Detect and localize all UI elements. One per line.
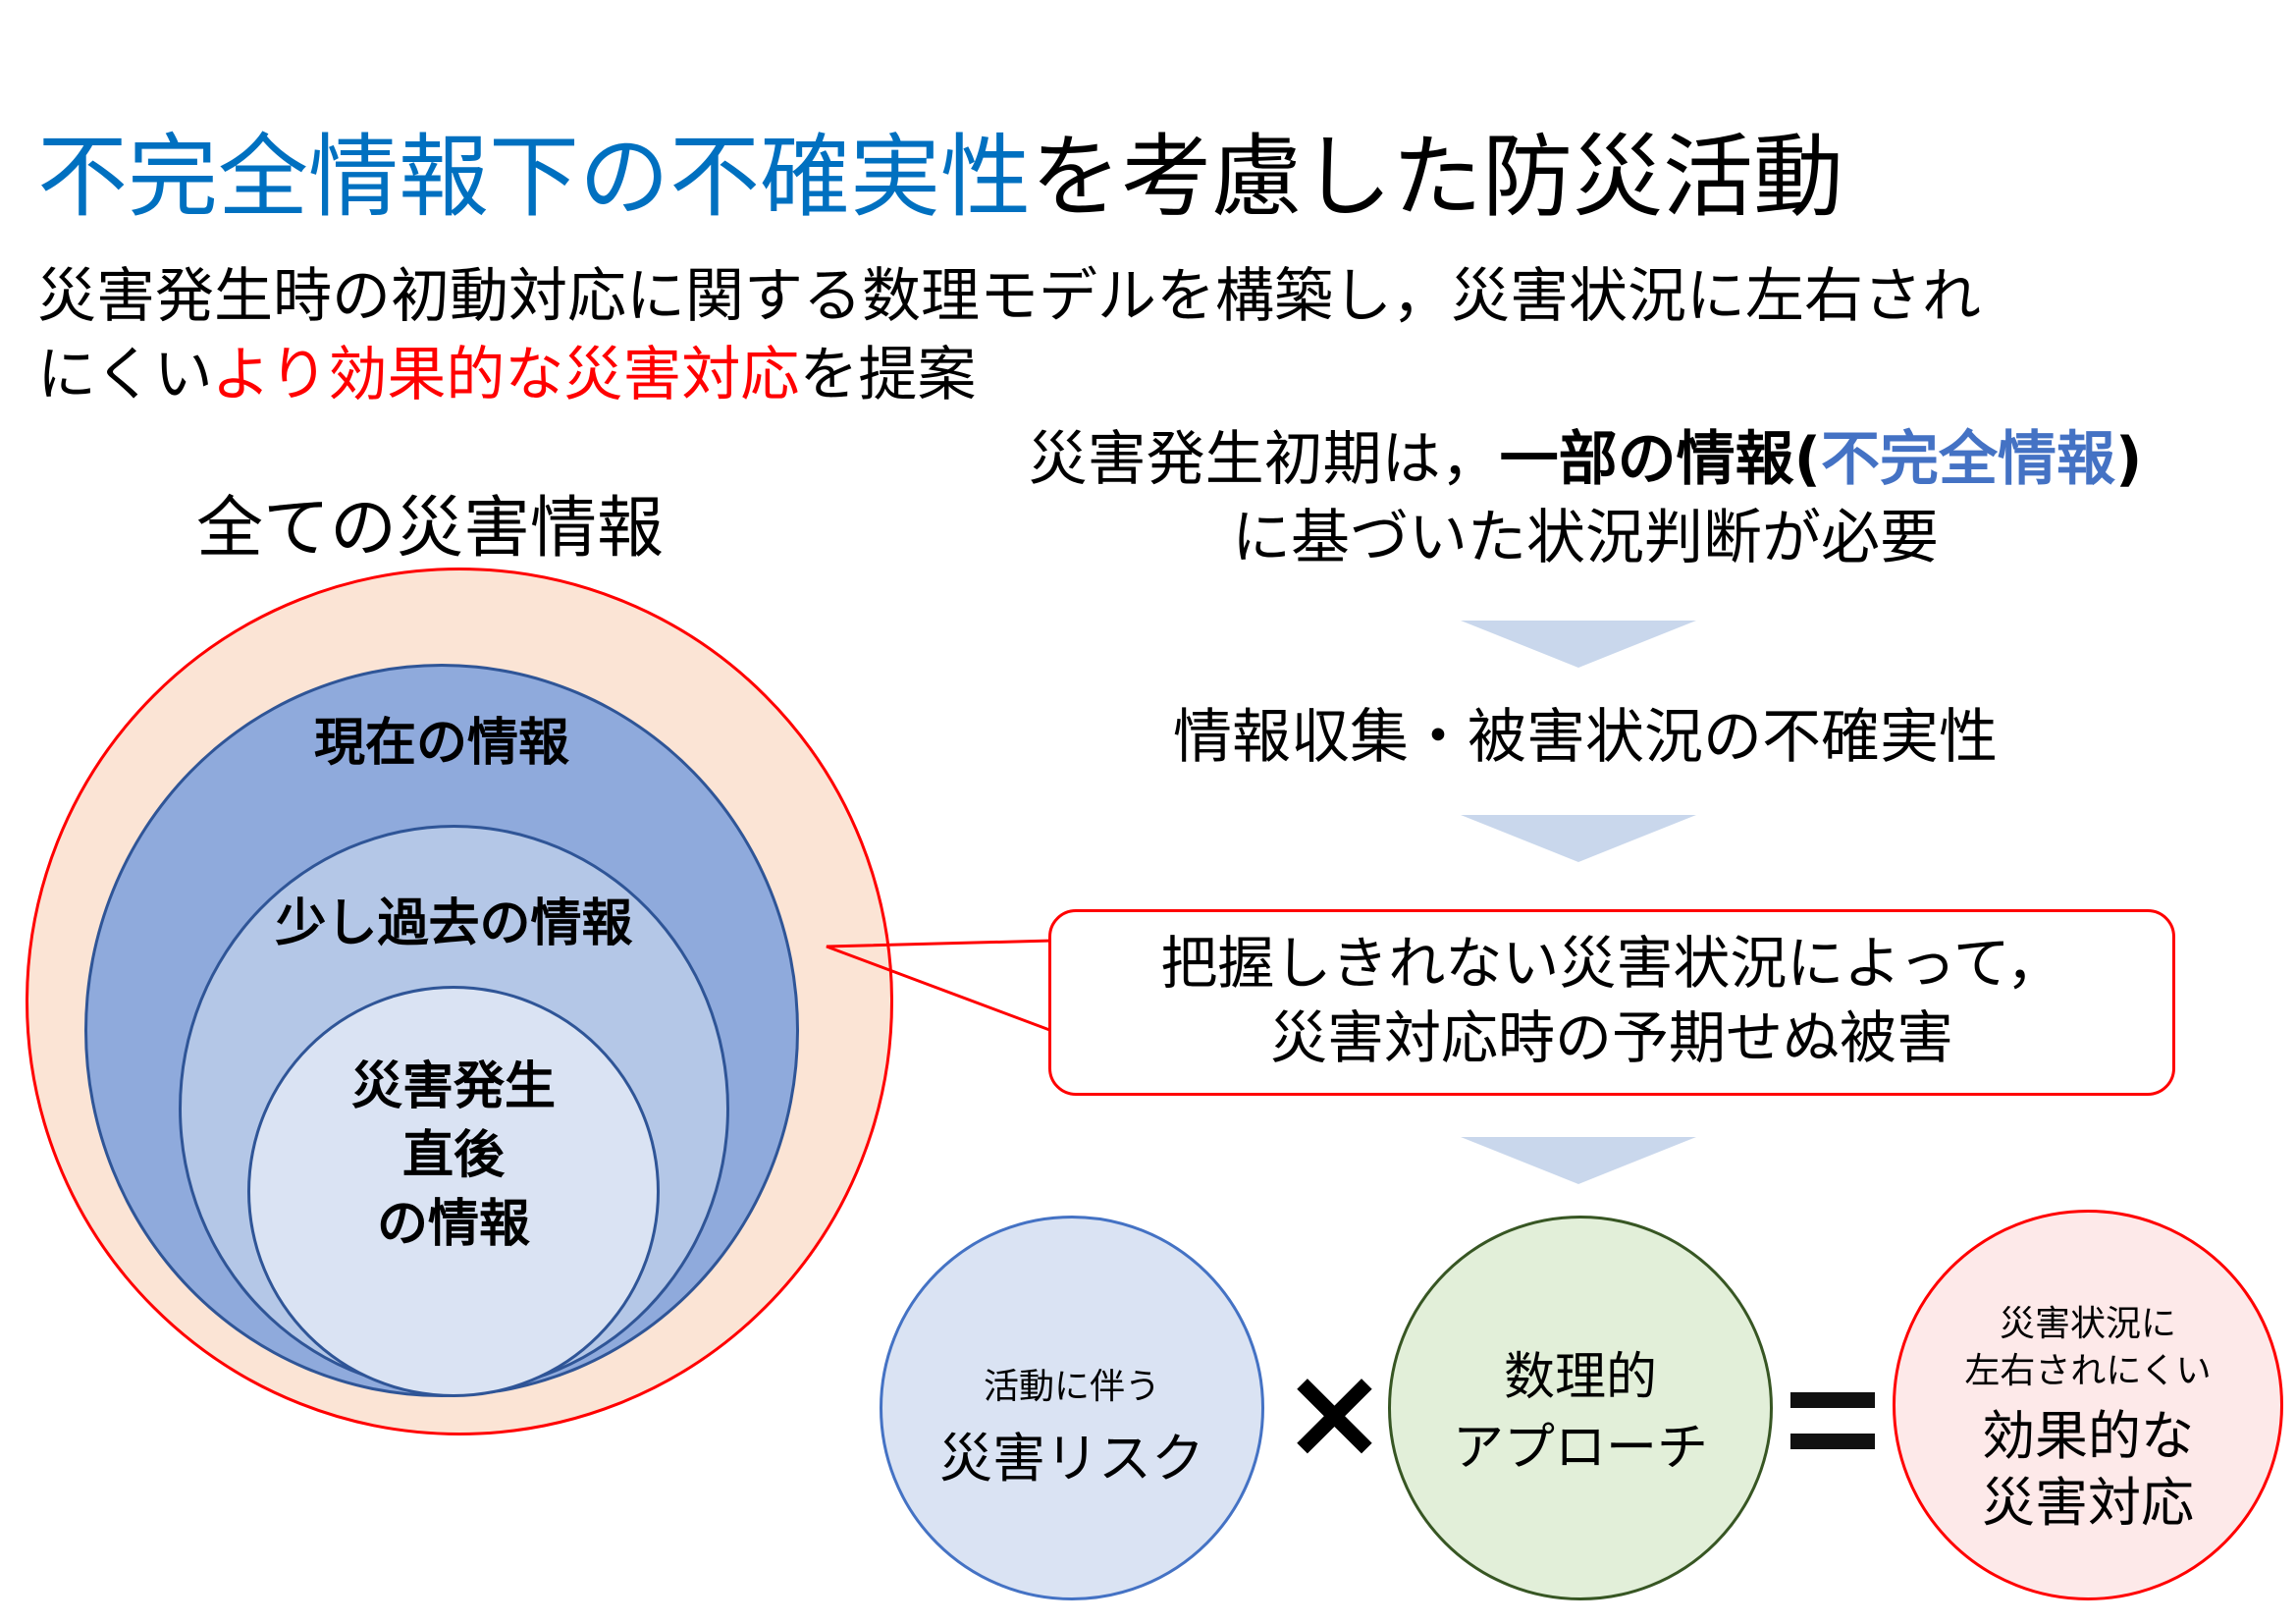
immediate-info-circle [247, 986, 660, 1397]
flow-line1-c: ) [2115, 425, 2143, 494]
flow-line2: に基づいた状況判断が必要 [1232, 504, 1939, 572]
subtitle-highlight: より効果的な災害対応 [211, 341, 800, 409]
all-info-label: 全ての災害情報 [196, 490, 665, 568]
flow-line1-b: 一部の情報( [1499, 425, 1821, 494]
page-title: 不完全情報下の不確実性を考慮した防災活動 [37, 126, 1843, 230]
flow-line1-a: 災害発生初期は， [1028, 425, 1500, 494]
callout-line-1: 把握しきれない災害状況によって， [1160, 930, 2063, 997]
current-info-label: 現在の情報 [313, 714, 569, 773]
effect-circle: 災害状況に 左右されにくい 効果的な 災害対応 [1893, 1210, 2283, 1600]
risk-circle: 活動に伴う 災害リスク [880, 1216, 1264, 1600]
past-info-label: 少し過去の情報 [275, 894, 633, 953]
effect-small-1: 災害状況に [1999, 1304, 2176, 1344]
immediate-line-1: 災害発生 [350, 1057, 556, 1116]
math-line-1: 数理的 [1503, 1348, 1657, 1407]
subtitle-part2: にくい [37, 341, 212, 409]
times-icon: × [1281, 1337, 1388, 1487]
flow-statement: 災害発生初期は，一部の情報(不完全情報) に基づいた状況判断が必要 [928, 420, 2243, 577]
callout-box: 把握しきれない災害状況によって， 災害対応時の予期せぬ被害 [1048, 909, 2175, 1096]
down-arrow-2 [1461, 815, 1696, 862]
subtitle-part3: を提案 [799, 341, 977, 409]
math-line-2: アプローチ [1452, 1419, 1708, 1478]
risk-big-text: 災害リスク [939, 1428, 1204, 1489]
title-rest: を考慮した防災活動 [1031, 125, 1844, 230]
down-arrow-3 [1461, 1137, 1696, 1184]
callout-line-2: 災害対応時の予期せぬ被害 [1269, 1004, 1953, 1071]
uncertainty-text: 情報収集・被害状況の不確実性 [1173, 703, 1998, 772]
immediate-line-3: の情報 [376, 1195, 530, 1254]
down-arrow-1 [1461, 621, 1696, 668]
flow-line1-blue: 不完全情報 [1821, 425, 2115, 494]
subtitle: 災害発生時の初動対応に関する数理モデルを構築し，災害状況に左右され にくいより効… [37, 257, 2275, 414]
effect-big-1: 効果的な [1982, 1405, 2194, 1467]
immediate-line-2: 直後 [401, 1126, 505, 1185]
risk-small-text: 活動に伴う [983, 1367, 1160, 1407]
effect-big-2: 災害対応 [1982, 1472, 2194, 1534]
subtitle-part1: 災害発生時の初動対応に関する数理モデルを構築し，災害状況に左右され [37, 262, 1981, 331]
math-circle: 数理的 アプローチ [1388, 1216, 1773, 1600]
effect-small-2: 左右されにくい [1964, 1351, 2212, 1391]
immediate-info-label: 災害発生 直後 の情報 [247, 1053, 660, 1259]
equals-icon [1790, 1392, 1875, 1475]
title-highlight: 不完全情報下の不確実性 [37, 125, 1032, 230]
